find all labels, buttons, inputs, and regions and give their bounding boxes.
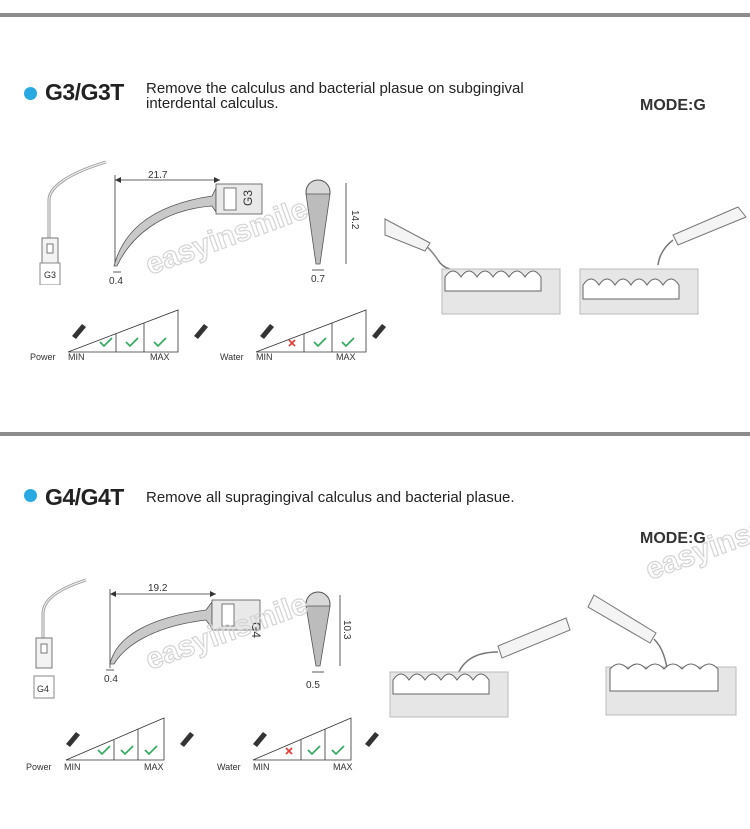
- model-title: G4/G4T: [45, 484, 124, 510]
- check-icon: [153, 337, 167, 348]
- tip-icon: [180, 732, 194, 747]
- bullet-icon: [24, 489, 37, 502]
- cross-icon: [285, 747, 293, 755]
- tip-engraving-label: G3: [241, 190, 255, 206]
- power-label: Power: [26, 762, 52, 772]
- tip-icon: [253, 732, 267, 747]
- min-label: MIN: [64, 762, 81, 772]
- mode-label: MODE:G: [640, 530, 706, 547]
- tip-height-label: 10.3: [341, 620, 352, 640]
- max-label: MAX: [333, 762, 353, 772]
- min-label: MIN: [253, 762, 270, 772]
- check-icon: [125, 337, 139, 348]
- check-icon: [341, 337, 355, 348]
- tip-thumbnail-icon: G4: [33, 578, 87, 699]
- max-label: MAX: [144, 762, 164, 772]
- tip-thumbnail-icon: G3: [39, 160, 107, 285]
- power-scale: Power MIN MAX: [26, 717, 194, 772]
- min-label: MIN: [256, 352, 273, 362]
- tip-dimension-drawing: 19.2 G4 0.4: [104, 583, 263, 685]
- watermark-logo: easyinsmile: [141, 192, 313, 282]
- watermark-logo: easyinsmile: [141, 587, 313, 677]
- cross-icon: [288, 339, 296, 347]
- water-scale: Water MIN MAX: [220, 309, 386, 362]
- tip-front-view: 10.3 0.5: [305, 591, 352, 690]
- tip-icon: [260, 324, 274, 339]
- water-label: Water: [217, 762, 241, 772]
- dental-illustration-4: [587, 594, 737, 716]
- model-title: G3/G3T: [45, 79, 124, 105]
- check-icon: [120, 745, 134, 756]
- tip-icon: [365, 732, 379, 747]
- tip-front-view: 14.2 0.7: [305, 179, 360, 285]
- tip-thumbnail-label: G4: [37, 684, 49, 694]
- water-scale: Water MIN MAX: [217, 717, 379, 772]
- description-line-1: Remove all supragingival calculus and ba…: [146, 489, 515, 506]
- tip-end-width-label: 0.4: [104, 674, 118, 685]
- tip-base-label: 0.5: [306, 680, 320, 690]
- check-icon: [307, 745, 321, 756]
- check-icon: [99, 337, 113, 348]
- tip-thumbnail-label: G3: [44, 270, 56, 280]
- tip-engraving-label: G4: [249, 622, 263, 638]
- mode-label: MODE:G: [640, 97, 706, 114]
- tip-icon: [66, 732, 80, 747]
- watermark-logo: easyinsmile: [641, 500, 750, 587]
- svg-text:easyinsmile: easyinsmile: [141, 192, 312, 281]
- tip-dimension-drawing: 21.7 G3 0.4: [109, 170, 263, 287]
- description-line-1: Remove the calculus and bacterial plasue…: [146, 80, 524, 97]
- svg-text:easyinsmile: easyinsmile: [141, 587, 312, 676]
- power-scale: Power MIN MAX: [30, 309, 208, 362]
- water-label: Water: [220, 352, 244, 362]
- section-divider: [0, 432, 750, 436]
- tip-length-label: 19.2: [148, 583, 168, 594]
- dental-illustration-2: [579, 206, 747, 315]
- max-label: MAX: [150, 352, 170, 362]
- tip-end-width-label: 0.4: [109, 276, 123, 287]
- tip-icon: [194, 324, 208, 339]
- dental-illustration-3: [389, 617, 571, 718]
- tip-length-label: 21.7: [148, 170, 168, 181]
- tip-height-label: 14.2: [349, 210, 360, 230]
- tip-icon: [72, 324, 86, 339]
- check-icon: [313, 337, 327, 348]
- bullet-icon: [24, 87, 37, 100]
- power-label: Power: [30, 352, 56, 362]
- check-icon: [331, 745, 345, 756]
- check-icon: [97, 745, 111, 756]
- tip-base-label: 0.7: [311, 274, 325, 285]
- svg-text:easyinsmile: easyinsmile: [641, 500, 750, 587]
- check-icon: [144, 745, 158, 756]
- max-label: MAX: [336, 352, 356, 362]
- min-label: MIN: [68, 352, 85, 362]
- description-line-2: interdental calculus.: [146, 95, 279, 112]
- tip-icon: [372, 324, 386, 339]
- section-divider-top: [0, 13, 750, 17]
- dental-illustration-1: [384, 218, 561, 315]
